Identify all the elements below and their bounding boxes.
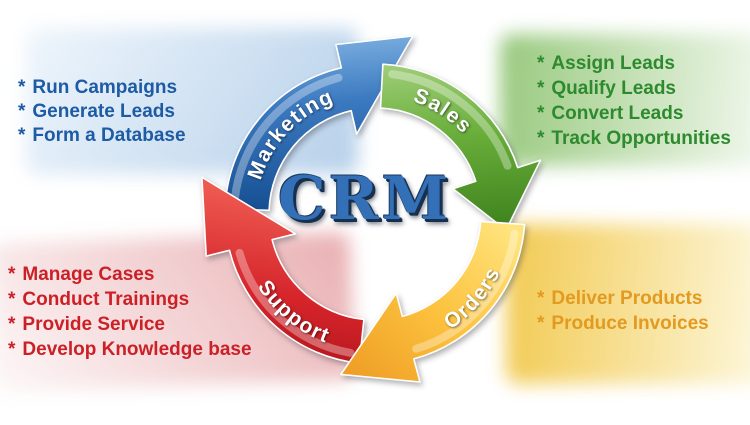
bullet: *: [18, 101, 26, 122]
sales-item: Convert Leads: [551, 103, 684, 124]
marketing-item: Run Campaigns: [32, 77, 178, 98]
sales-item: Qualify Leads: [551, 78, 677, 99]
bullet: *: [537, 53, 545, 74]
list-item: * Develop Knowledge base: [8, 337, 252, 362]
bullet: *: [537, 128, 545, 149]
support-activities-list: * Manage Cases * Conduct Trainings * Provid…: [8, 262, 252, 362]
bullet: *: [537, 78, 545, 99]
support-gloss-highlight: [235, 248, 355, 357]
bullet: *: [8, 264, 16, 285]
crm-title: CRM: [278, 164, 452, 234]
support-item: Conduct Trainings: [22, 289, 190, 310]
list-item: * Track Opportunities: [537, 126, 731, 151]
list-item: * Provide Service: [8, 312, 252, 337]
orders-arrow: Orders: [340, 220, 526, 383]
orders-item: Produce Invoices: [551, 313, 709, 334]
list-item: * Convert Leads: [537, 101, 731, 126]
bullet: *: [537, 288, 545, 309]
bullet: *: [8, 339, 16, 360]
sales-item: Assign Leads: [551, 53, 675, 74]
bullet: *: [18, 125, 26, 146]
list-item: * Generate Leads: [18, 100, 186, 124]
list-item: * Run Campaigns: [18, 76, 186, 100]
marketing-item: Generate Leads: [32, 101, 175, 122]
support-item: Provide Service: [22, 314, 165, 335]
list-item: * Produce Invoices: [537, 311, 709, 336]
sales-item: Track Opportunities: [551, 128, 731, 149]
list-item: * Qualify Leads: [537, 76, 731, 101]
list-item: * Conduct Trainings: [8, 287, 252, 312]
orders-activities-list: * Deliver Products * Produce Invoices: [537, 286, 709, 336]
list-item: * Manage Cases: [8, 262, 252, 287]
sales-activities-list: * Assign Leads * Qualify Leads * Convert Le…: [537, 51, 731, 151]
list-item: * Assign Leads: [537, 51, 731, 76]
marketing-item: Form a Database: [32, 125, 186, 146]
bullet: *: [537, 103, 545, 124]
bullet: *: [8, 289, 16, 310]
list-item: * Form a Database: [18, 124, 186, 148]
marketing-gloss-highlight: [230, 73, 343, 204]
support-item: Develop Knowledge base: [22, 339, 252, 360]
list-item: * Deliver Products: [537, 286, 709, 311]
bullet: *: [8, 314, 16, 335]
bullet: *: [18, 77, 26, 98]
sales-panel: [500, 34, 750, 166]
bullet: *: [537, 313, 545, 334]
orders-item: Deliver Products: [551, 288, 703, 309]
marketing-activities-list: * Run Campaigns * Generate Leads * Form a D…: [18, 76, 186, 148]
sales-gloss-highlight: [388, 70, 512, 170]
orders-panel: [506, 224, 750, 384]
support-item: Manage Cases: [22, 264, 155, 285]
orders-gloss-highlight: [412, 229, 519, 353]
